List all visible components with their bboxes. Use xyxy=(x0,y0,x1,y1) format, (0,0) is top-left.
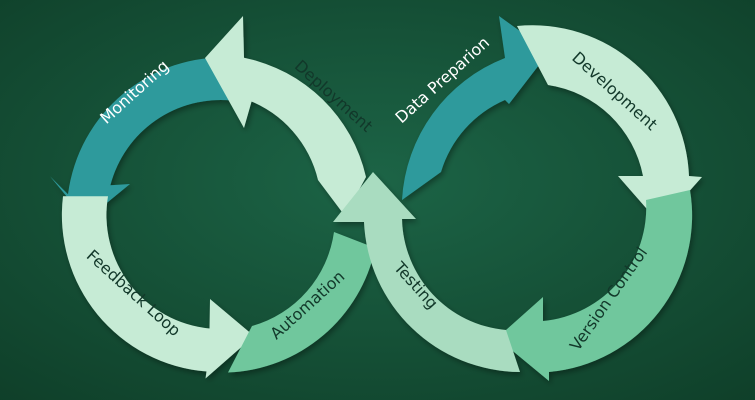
development-arrow xyxy=(517,25,702,224)
deployment-arrow xyxy=(205,16,366,216)
monitoring-arrow xyxy=(50,57,233,221)
automation-arrow xyxy=(228,232,376,373)
version-control-arrow xyxy=(497,190,693,381)
testing-arrow xyxy=(333,172,520,372)
feedback-loop-arrow xyxy=(61,196,254,379)
data-preparation-arrow xyxy=(402,16,549,200)
